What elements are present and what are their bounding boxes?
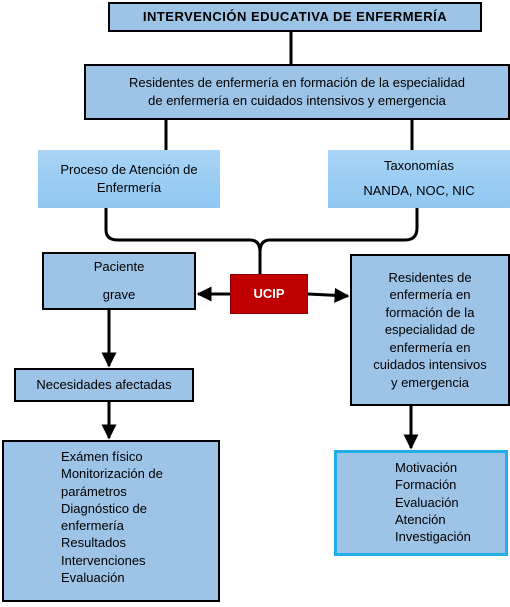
taxonomies-text: Taxonomías NANDA, NOC, NIC (363, 158, 475, 198)
ucip-node: UCIP (230, 274, 308, 314)
residents-right-text: Residentes de enfermería en formación de… (373, 269, 487, 390)
patient-line2: grave (102, 287, 136, 302)
pae-node: Proceso de Atención de Enfermería (38, 150, 220, 208)
bracket-pae-taxonomies (104, 208, 419, 253)
needs-text: Necesidades afectadas (36, 377, 172, 393)
patient-node: Paciente grave (42, 252, 196, 310)
residents-top-node: Residentes de enfermería en formación de… (84, 64, 510, 120)
residents-right-node: Residentes de enfermería en formación de… (350, 254, 510, 406)
roles-text: Motivación Formación Evaluación Atención… (395, 460, 471, 545)
needs-node: Necesidades afectadas (14, 368, 194, 402)
residents-top-text: Residentes de enfermería en formación de… (128, 75, 466, 108)
procedures-text: Exámen físico Monitorización de parámetr… (61, 449, 163, 585)
patient-line1: Paciente (93, 259, 145, 275)
ucip-text: UCIP (253, 286, 285, 302)
edge-ucip-to-residents (307, 287, 350, 303)
taxonomies-node: Taxonomías NANDA, NOC, NIC (328, 150, 510, 208)
roles-node: Motivación Formación Evaluación Atención… (334, 450, 508, 556)
pae-text: Proceso de Atención de Enfermería (60, 162, 198, 195)
procedures-node: Exámen físico Monitorización de parámetr… (2, 440, 220, 602)
title-node: INTERVENCIÓN EDUCATIVA DE ENFERMERÍA (108, 2, 482, 32)
title-text: INTERVENCIÓN EDUCATIVA DE ENFERMERÍA (142, 9, 448, 25)
